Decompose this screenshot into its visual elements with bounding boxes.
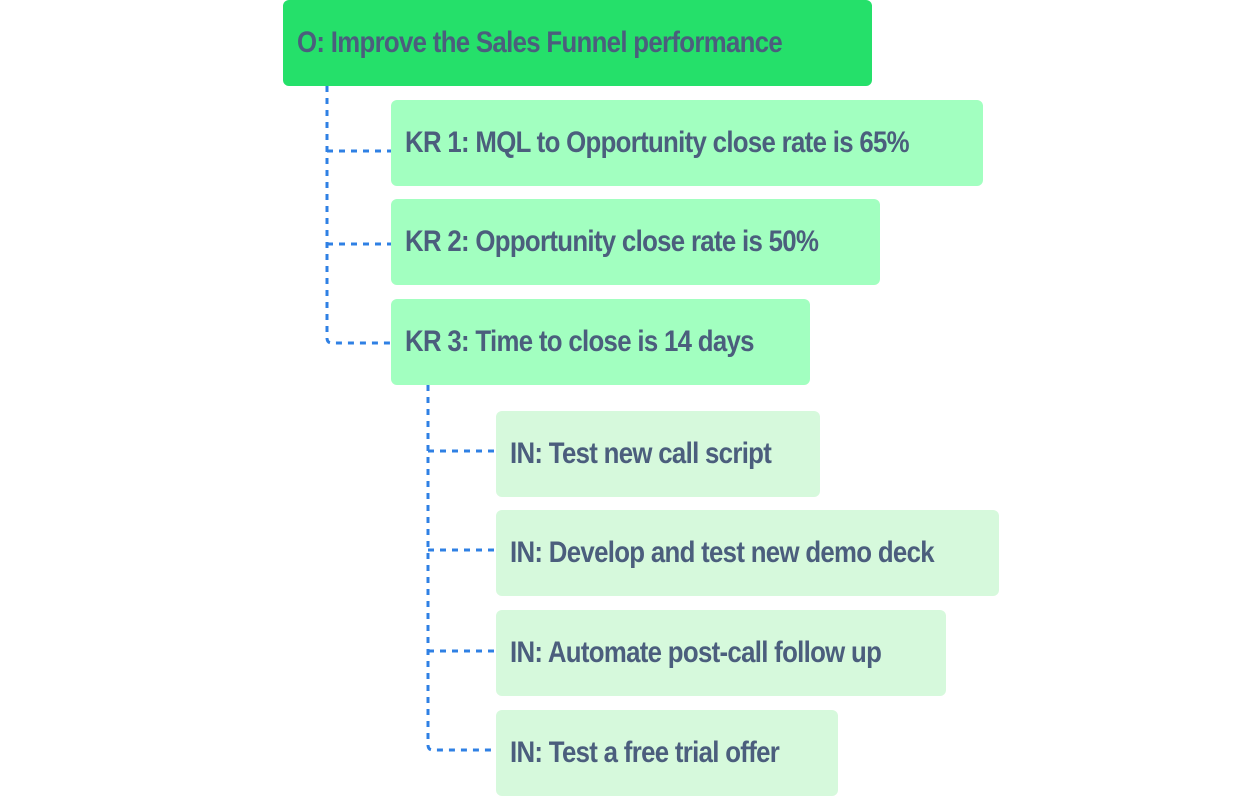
connector-kr3-to-initiatives (426, 385, 496, 752)
initiative-label: IN: Test a free trial offer (510, 736, 780, 769)
key-result-label: KR 2: Opportunity close rate is 50% (405, 225, 819, 258)
initiative-node-2: IN: Develop and test new demo deck (496, 510, 999, 596)
objective-label: O: Improve the Sales Funnel performance (297, 26, 783, 59)
key-result-label: KR 1: MQL to Opportunity close rate is 6… (405, 126, 910, 159)
key-result-node-1: KR 1: MQL to Opportunity close rate is 6… (391, 100, 983, 186)
initiative-label: IN: Test new call script (510, 437, 772, 470)
key-result-node-3: KR 3: Time to close is 14 days (391, 299, 810, 385)
connector-objective-to-krs (325, 86, 391, 345)
initiative-label: IN: Automate post-call follow up (510, 636, 882, 669)
objective-node: O: Improve the Sales Funnel performance (283, 0, 872, 86)
initiative-node-1: IN: Test new call script (496, 411, 820, 497)
initiative-node-4: IN: Test a free trial offer (496, 710, 838, 796)
initiative-label: IN: Develop and test new demo deck (510, 536, 935, 569)
initiative-node-3: IN: Automate post-call follow up (496, 610, 946, 696)
key-result-node-2: KR 2: Opportunity close rate is 50% (391, 199, 880, 285)
key-result-label: KR 3: Time to close is 14 days (405, 325, 755, 358)
